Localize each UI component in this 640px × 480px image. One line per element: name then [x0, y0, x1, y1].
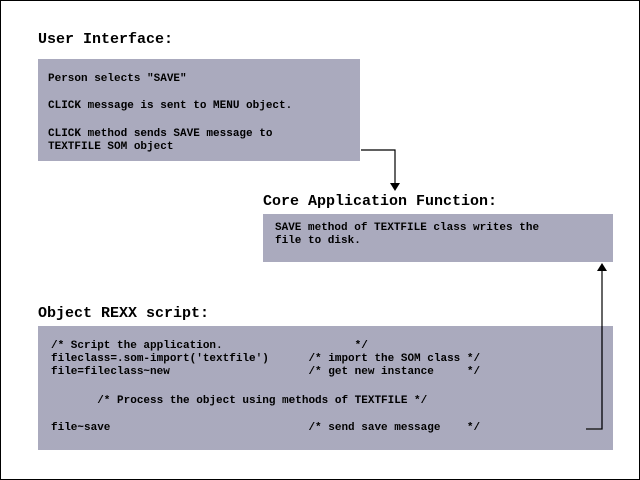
ui-line-3: CLICK method sends SAVE message to: [48, 128, 273, 140]
rexx-line-1: /* Script the application. */: [51, 340, 368, 352]
rexx-line-4: /* Process the object using methods of T…: [51, 395, 428, 407]
ui-line-1: Person selects "SAVE": [48, 73, 187, 85]
ui-to-core-arrow: [361, 149, 400, 191]
core-line-2: file to disk.: [275, 235, 361, 247]
rexx-to-core-arrow: [586, 263, 607, 430]
core-function-heading: Core Application Function:: [263, 193, 498, 210]
rexx-script-heading: Object REXX script:: [38, 305, 210, 322]
core-function-box: SAVE method of TEXTFILE class writes the…: [263, 214, 613, 262]
rexx-line-2: fileclass=.som-import('textfile') /* imp…: [51, 353, 481, 365]
ui-line-2: CLICK message is sent to MENU object.: [48, 100, 293, 112]
ui-line-4: TEXTFILE SOM object: [48, 141, 174, 153]
rexx-line-5: file~save /* send save message */: [51, 422, 481, 434]
user-interface-heading: User Interface:: [38, 31, 174, 48]
user-interface-box: Person selects "SAVE" CLICK message is s…: [38, 59, 360, 161]
core-line-1: SAVE method of TEXTFILE class writes the: [275, 222, 540, 234]
rexx-line-3: file=fileclass~new /* get new instance *…: [51, 366, 481, 378]
rexx-script-box: /* Script the application. */ fileclass=…: [38, 326, 613, 450]
